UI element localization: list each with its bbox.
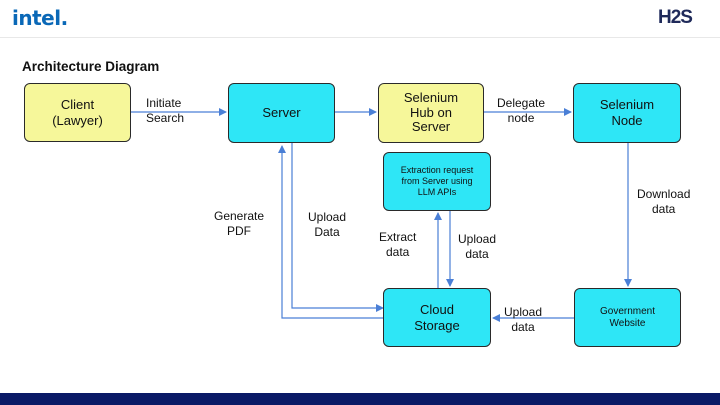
server-label: Server (262, 105, 301, 121)
client-node: Client(Lawyer) (24, 83, 131, 142)
upload-gov-line-2: data (511, 320, 535, 334)
upload-extraction-line-1: Upload (458, 232, 497, 246)
hub-label-2: Hub on (410, 104, 452, 120)
intel-logo: intel. (12, 6, 68, 30)
upload-gov-line-1: Upload (504, 305, 543, 319)
header-bar: intel. H2S (0, 0, 720, 38)
server-node: Server (228, 83, 335, 143)
download-line-2: data (652, 202, 676, 216)
initiate-line-1: Initiate (146, 96, 182, 110)
initiate-line-2: Search (146, 111, 185, 125)
download-line-1: Download (637, 187, 691, 201)
hub-label-1: Selenium (403, 89, 459, 105)
upload-server-line-2: Data (314, 225, 340, 239)
extraction-label-2: from Server using (401, 176, 473, 187)
client-label-2: (Lawyer) (52, 112, 103, 128)
client-label-1: Client (60, 96, 95, 112)
upload-extraction-line-2: data (465, 247, 489, 261)
footer-bar (0, 393, 720, 405)
storage-label-2: Storage (414, 317, 460, 333)
storage-label-1: Cloud (420, 301, 454, 317)
upload-server-line-1: Upload (308, 210, 347, 224)
gov-label-2: Website (609, 317, 646, 329)
extract-line-2: data (385, 245, 410, 259)
arrow-server-to-storage-upload (291, 143, 384, 312)
arrow-storage-to-server-generate (278, 145, 383, 319)
h2s-logo: H2S (658, 7, 693, 28)
hub-label-3: Server (411, 119, 451, 135)
node-label-1: Selenium (599, 97, 655, 113)
diagram-title: Architecture Diagram (22, 59, 160, 74)
delegate-line-2: node (507, 111, 535, 125)
extraction-label-1: Extraction request (400, 165, 474, 176)
generate-line-1: Generate (214, 209, 265, 223)
generate-line-2: PDF (227, 224, 252, 238)
gov-label-1: Government (599, 305, 656, 317)
extraction-label-3: LLM APIs (417, 186, 457, 197)
node-label-2: Node (611, 113, 643, 128)
delegate-line-1: Delegate (497, 96, 546, 110)
extract-line-1: Extract (379, 230, 417, 244)
